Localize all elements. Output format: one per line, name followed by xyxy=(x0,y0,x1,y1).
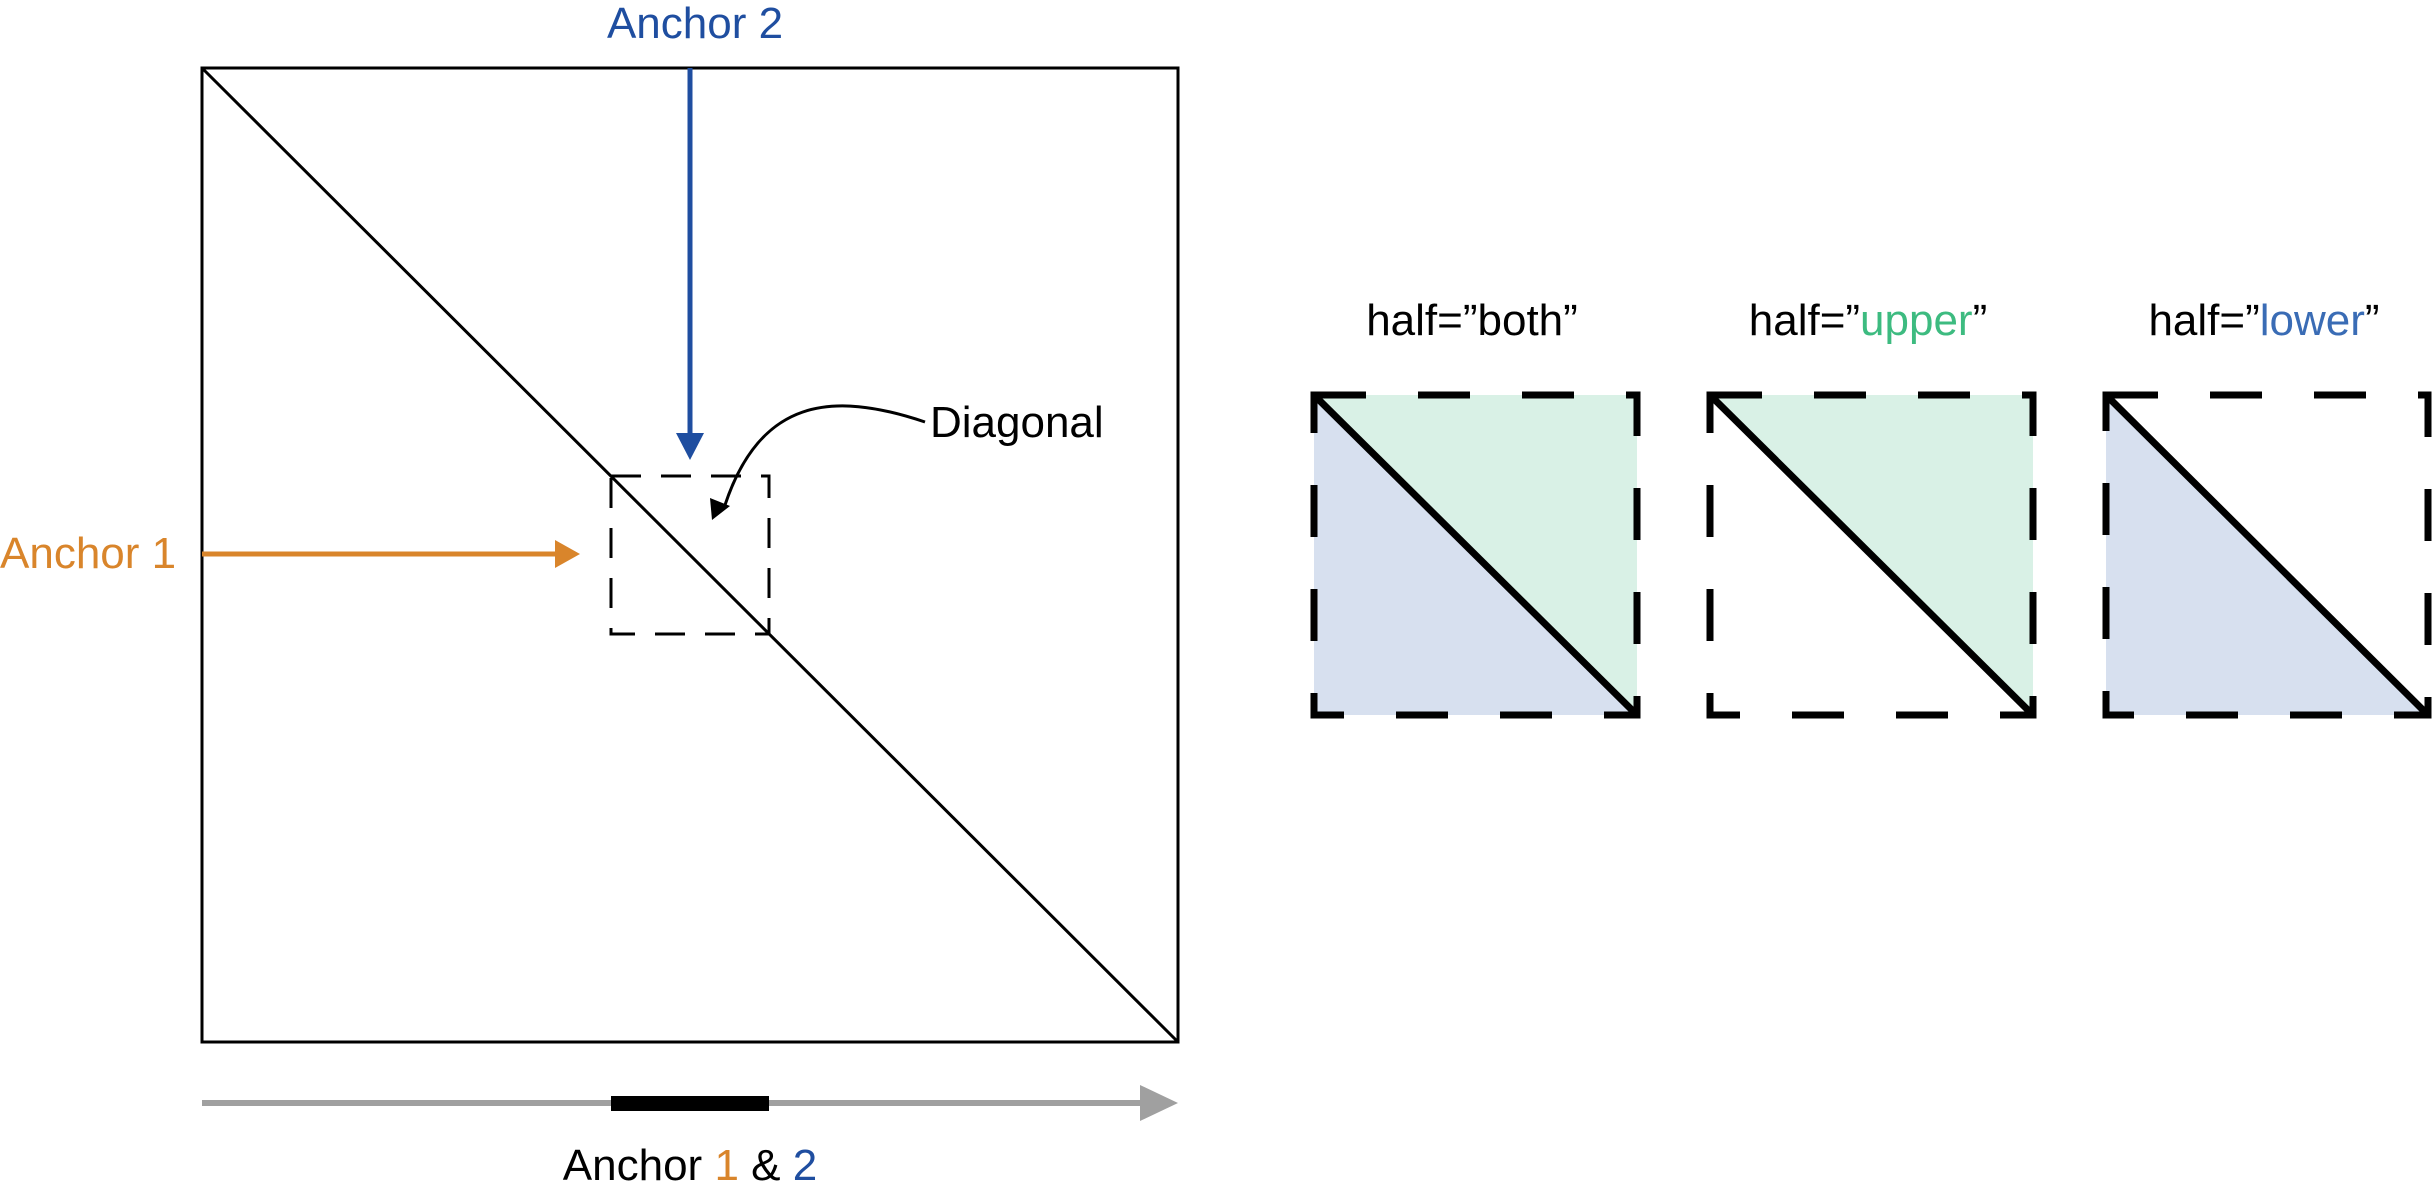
panel-both-title-word: both xyxy=(1478,296,1564,345)
axis-label-two: 2 xyxy=(793,1141,817,1190)
diagonal-label: Diagonal xyxy=(930,398,1104,447)
main-diagonal xyxy=(200,66,1180,1044)
axis-label-prefix: Anchor xyxy=(563,1141,715,1190)
axis-label-amp: & xyxy=(739,1141,793,1190)
anchor2-arrow-head xyxy=(676,433,704,460)
panel-lower-title-prefix: half=” xyxy=(2148,296,2259,345)
anchor-window xyxy=(609,474,771,636)
panel-upper: half=”upper” xyxy=(1706,296,2037,719)
axis-anchor-segment xyxy=(611,1096,769,1111)
panel-upper-title-suffix: ” xyxy=(1973,296,1988,345)
diagonal-arrow-head xyxy=(710,498,730,520)
panel-lower-title-word: lower xyxy=(2260,296,2365,345)
diagonal-curve-arrow xyxy=(723,404,926,506)
axis-arrow-head xyxy=(1140,1085,1178,1121)
anchor1-label: Anchor 1 xyxy=(0,529,176,578)
panel-upper-title: half=”upper” xyxy=(1749,296,1988,345)
panel-lower: half=”lower” xyxy=(2102,296,2432,719)
panel-upper-title-word: upper xyxy=(1860,296,1973,345)
panel-both: half=”both” xyxy=(1310,296,1641,719)
panel-lower-title: half=”lower” xyxy=(2148,296,2379,345)
anchor2-label: Anchor 2 xyxy=(607,0,783,48)
panel-both-title-prefix: half=” xyxy=(1366,296,1477,345)
panel-lower-title-suffix: ” xyxy=(2365,296,2380,345)
anchor1-arrow-head xyxy=(555,540,580,568)
panel-both-title-suffix: ” xyxy=(1563,296,1578,345)
panel-both-diagonal xyxy=(1311,392,1640,718)
panel-upper-title-prefix: half=” xyxy=(1749,296,1860,345)
panel-upper-diagonal xyxy=(1707,392,2036,718)
panel-lower-diagonal xyxy=(2103,392,2431,718)
panel-both-title: half=”both” xyxy=(1366,296,1578,345)
axis-label-one: 1 xyxy=(714,1141,738,1190)
axis-label: Anchor 1 & 2 xyxy=(563,1141,817,1190)
